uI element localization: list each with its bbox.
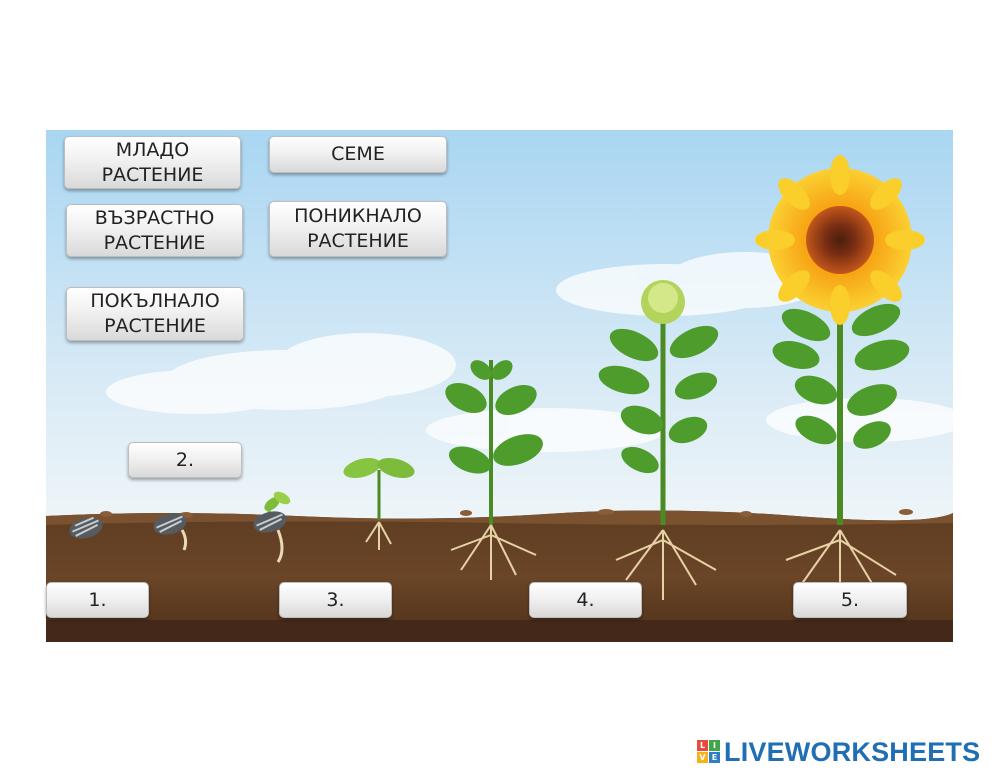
soil bbox=[46, 510, 953, 642]
liveworksheets-logo-icon: L I V E bbox=[697, 740, 721, 764]
label-sprouted-plant[interactable]: ПОНИКНАЛО РАСТЕНИЕ bbox=[269, 201, 447, 257]
drop-slot-2[interactable]: 2. bbox=[128, 442, 242, 478]
drop-slot-5-label: 5. bbox=[840, 588, 860, 611]
label-young-plant-line1: МЛАДО bbox=[115, 138, 190, 161]
budding-plant bbox=[598, 280, 719, 600]
label-adult-plant[interactable]: ВЪЗРАСТНО РАСТЕНИЕ bbox=[66, 204, 243, 257]
label-young-plant[interactable]: МЛАДО РАСТЕНИЕ bbox=[64, 136, 241, 189]
drop-slot-4[interactable]: 4. bbox=[529, 582, 642, 618]
drop-slot-2-label: 2. bbox=[175, 448, 195, 471]
pebbles bbox=[100, 509, 913, 518]
logo-letter-e: E bbox=[709, 752, 720, 763]
drop-slot-5[interactable]: 5. bbox=[793, 582, 907, 618]
young-plant bbox=[445, 360, 543, 580]
drop-slot-1[interactable]: 1. bbox=[46, 582, 149, 618]
label-germinated-plant-text: ПОКЪЛНАЛО РАСТЕНИЕ bbox=[90, 289, 219, 339]
logo-letter-v: V bbox=[697, 752, 708, 763]
logo-letter-i: I bbox=[709, 740, 720, 751]
label-germinated-plant[interactable]: ПОКЪЛНАЛО РАСТЕНИЕ bbox=[66, 287, 244, 341]
label-young-plant-line2: РАСТЕНИЕ bbox=[101, 163, 204, 186]
label-young-plant-text: МЛАДО РАСТЕНИЕ bbox=[102, 138, 204, 188]
seedling bbox=[343, 458, 415, 550]
label-sprouted-plant-line2: РАСТЕНИЕ bbox=[307, 230, 409, 252]
label-seed-text: СЕМЕ bbox=[331, 143, 385, 165]
soil-bottom bbox=[46, 620, 953, 642]
label-adult-plant-line1: ВЪЗРАСТНО bbox=[94, 206, 215, 229]
germinating-seed bbox=[153, 513, 188, 551]
label-sprouted-plant-line1: ПОНИКНАЛО bbox=[294, 205, 422, 227]
liveworksheets-brand[interactable]: L I V E LIVEWORKSHEETS bbox=[697, 737, 980, 767]
mature-sunflower bbox=[755, 155, 925, 605]
logo-letter-l: L bbox=[697, 740, 708, 751]
label-seed[interactable]: СЕМЕ bbox=[269, 136, 447, 173]
label-sprouted-plant-text: ПОНИКНАЛО РАСТЕНИЕ bbox=[294, 204, 422, 254]
drop-slot-3[interactable]: 3. bbox=[279, 582, 392, 618]
brand-name: LIVEWORKSHEETS bbox=[724, 736, 981, 767]
drop-slot-4-label: 4. bbox=[576, 588, 595, 611]
label-germinated-plant-line2: РАСТЕНИЕ bbox=[104, 315, 206, 337]
seed-stage bbox=[69, 516, 103, 539]
label-adult-plant-text: ВЪЗРАСТНО РАСТЕНИЕ bbox=[95, 206, 215, 256]
drop-slot-3-label: 3. bbox=[326, 588, 345, 611]
sprouting-seed bbox=[253, 491, 291, 563]
label-germinated-plant-line1: ПОКЪЛНАЛО bbox=[90, 290, 220, 312]
label-adult-plant-line2: РАСТЕНИЕ bbox=[103, 231, 206, 254]
drop-slot-1-label: 1. bbox=[88, 588, 107, 611]
